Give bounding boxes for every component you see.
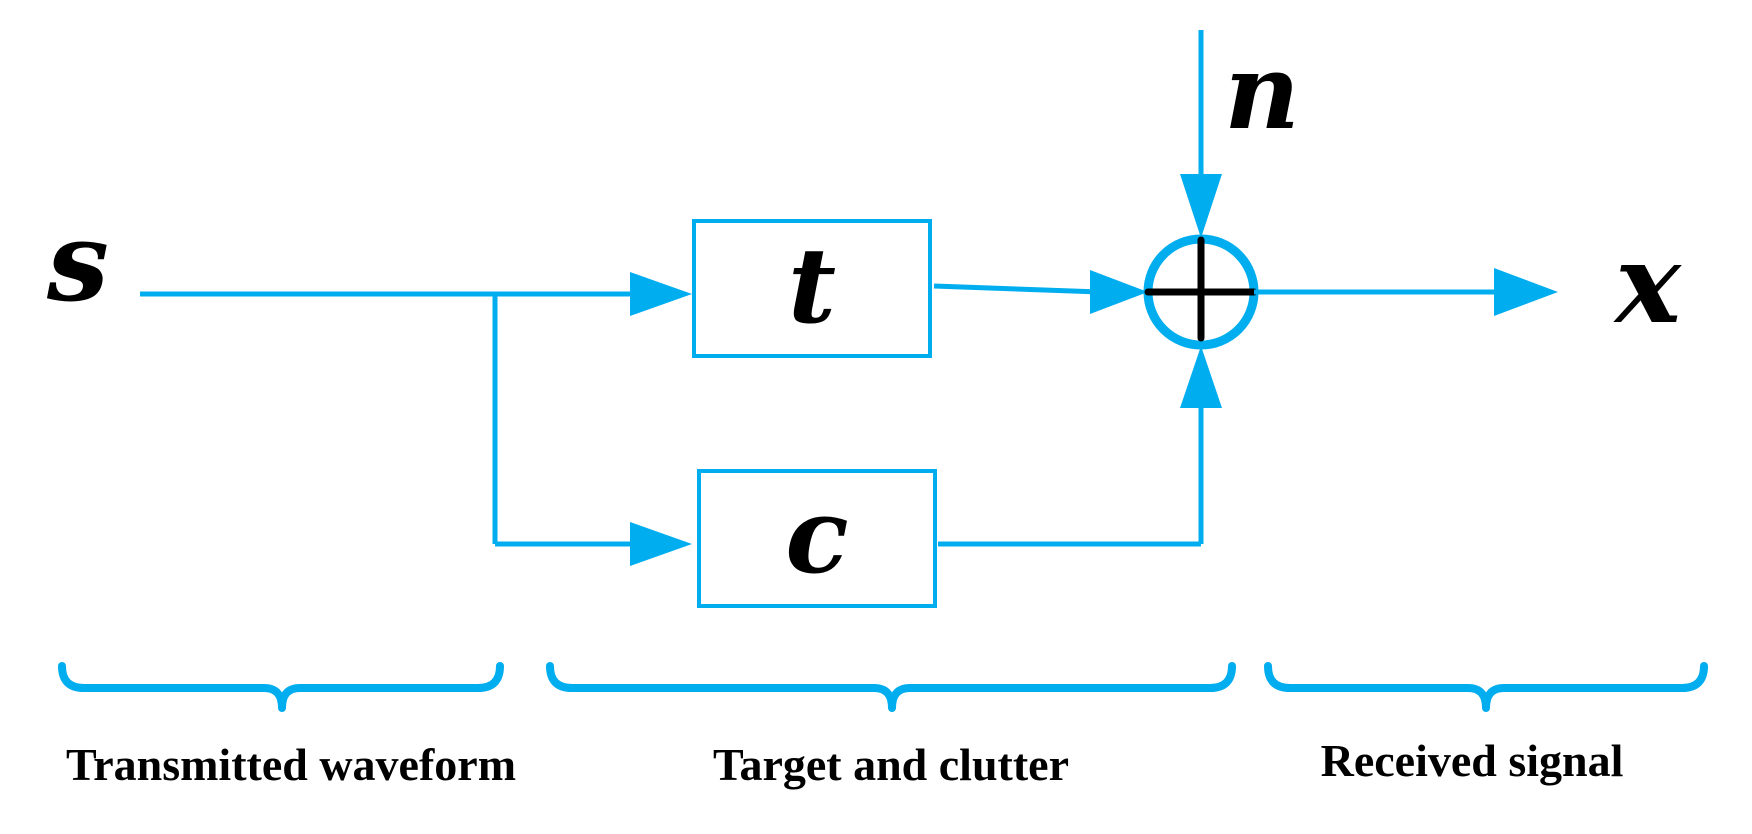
output-signal-label: x (1613, 219, 1682, 348)
summing-junction (1143, 234, 1259, 350)
target-block-box (692, 219, 932, 358)
transmitted-waveform-caption: Transmitted waveform (66, 739, 516, 790)
output-arrowhead (1494, 268, 1558, 316)
target-clutter-caption: Target and clutter (713, 739, 1069, 790)
target-output-wire (933, 283, 1101, 295)
received-signal-caption: Received signal (1321, 735, 1624, 786)
plus-circle-icon (1143, 234, 1259, 350)
target-input-arrowhead (630, 272, 692, 316)
noise-arrowhead (1180, 174, 1222, 238)
received-brace (1264, 662, 1708, 712)
clutter-block: c (697, 469, 937, 608)
clutter-block-box (697, 469, 937, 608)
target-block: t (692, 219, 932, 358)
clutter-input-arrowhead (630, 522, 692, 566)
target-clutter-brace (546, 662, 1236, 712)
noise-label: n (1224, 30, 1300, 153)
input-signal-label: s (46, 197, 109, 326)
target-output-arrowhead (1090, 270, 1148, 314)
clutter-block-label: c (785, 474, 848, 597)
clutter-up-arrowhead (1180, 346, 1222, 408)
target-block-label: t (788, 224, 836, 347)
transmitted-brace (58, 662, 504, 712)
